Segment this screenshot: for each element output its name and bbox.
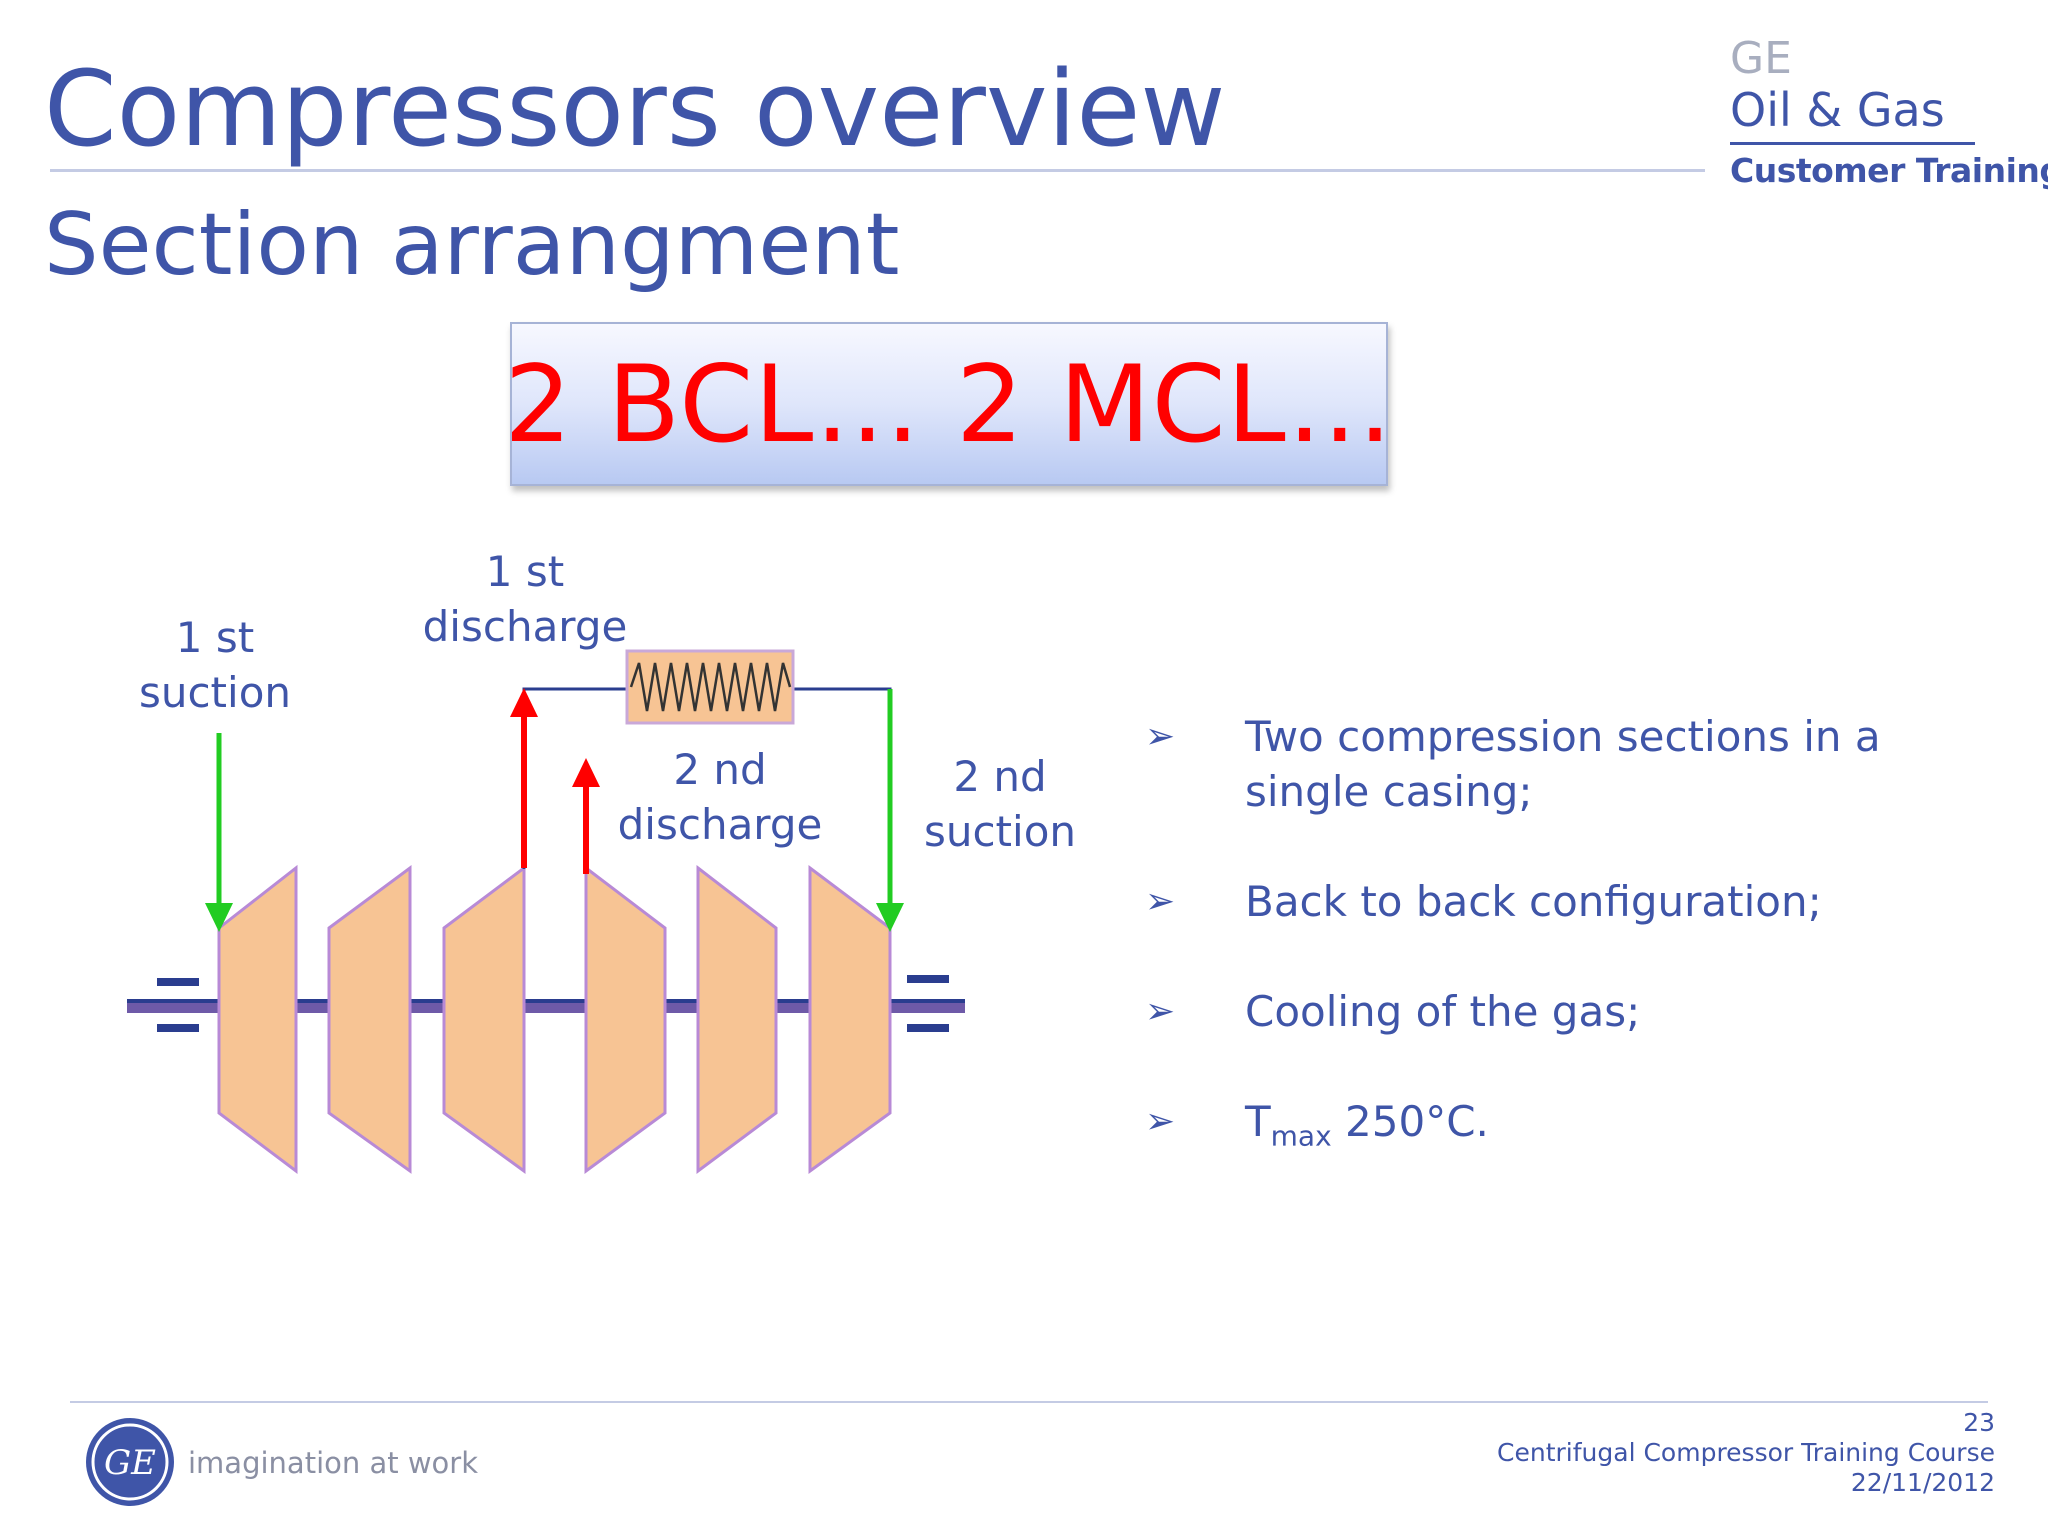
impeller-2 [327, 865, 412, 1174]
bullet-arrow-icon: ➢ [1145, 881, 1176, 922]
label-first-suction: 1 st suction [135, 610, 295, 720]
label-second-discharge-line2: discharge [617, 800, 823, 849]
label-second-suction-line2: suction [923, 807, 1077, 856]
bullet-arrow-icon: ➢ [1145, 991, 1176, 1032]
label-first-suction-line1: 1 st [175, 613, 255, 662]
bullet-text: Cooling of the gas; [1245, 987, 1641, 1036]
impeller-6 [808, 865, 892, 1174]
brand-oil-gas: Oil & Gas [1730, 83, 1945, 137]
brand-ge: GE [1730, 33, 1792, 84]
brand-customer-training: Customer Training [1730, 151, 2048, 190]
second-suction-arrow-head [876, 903, 904, 932]
compressor-section-diagram [127, 649, 965, 1175]
label-second-discharge: 2 nd discharge [615, 742, 825, 852]
bearing-left-bottom [157, 1024, 199, 1032]
bullet-arrow-icon: ➢ [1145, 1101, 1176, 1142]
brand-divider [1730, 142, 1975, 145]
first-suction-arrow-head [205, 903, 233, 932]
bearing-right-top [907, 975, 949, 983]
footer-info: 23 Centrifugal Compressor Training Cours… [1400, 1408, 1995, 1498]
title-divider [50, 169, 1705, 172]
bullet-item: ➢ Back to back configuration; [1145, 874, 2005, 929]
bullet-arrow-icon: ➢ [1145, 716, 1176, 757]
label-first-suction-line2: suction [138, 668, 292, 717]
second-discharge-arrow-head [572, 758, 600, 787]
label-first-discharge-line1: 1 st [485, 547, 565, 596]
impeller-1 [217, 864, 298, 1175]
ge-logo-icon: GE [86, 1418, 174, 1506]
intercooler-coil [629, 662, 792, 712]
bullet-item: ➢ Two compression sections in a single c… [1145, 709, 2005, 819]
impeller-3 [442, 865, 526, 1174]
bearing-right-bottom [907, 1024, 949, 1032]
brand-block: GE Oil & Gas Customer Training [1730, 33, 2048, 191]
bearing-left-top [157, 978, 199, 986]
bullet-temp-subscript: max [1270, 1119, 1332, 1153]
discharge-pipe [522, 687, 627, 869]
model-callout: 2 BCL… 2 MCL… [504, 322, 1393, 486]
impeller-5 [696, 864, 778, 1174]
first-discharge-arrow-head [510, 688, 538, 717]
label-second-discharge-line1: 2 nd [673, 745, 767, 794]
bullet-text: Two compression sections in a single cas… [1245, 712, 1881, 816]
tagline: imagination at work [188, 1446, 478, 1480]
course-name: Centrifugal Compressor Training Course [1497, 1438, 1995, 1467]
impeller-4 [584, 864, 667, 1174]
date: 22/11/2012 [1850, 1468, 1995, 1497]
bullet-text: Tmax 250°C. [1245, 1094, 2005, 1163]
footer-divider [70, 1401, 1988, 1403]
label-first-discharge: 1 st discharge [420, 544, 630, 654]
label-second-suction: 2 nd suction [915, 749, 1085, 859]
page-title: Compressors overview [44, 48, 1226, 170]
bullet-temp-symbol: T [1245, 1097, 1271, 1146]
shaft-edge [127, 999, 965, 1003]
label-second-suction-line1: 2 nd [953, 752, 1047, 801]
bullet-text: Back to back configuration; [1245, 877, 1822, 926]
bullet-temp-value: 250°C. [1331, 1097, 1489, 1146]
ge-logo-text: GE [104, 1443, 156, 1483]
model-callout-text: 2 BCL… 2 MCL… [504, 342, 1394, 466]
page-subtitle: Section arrangment [44, 195, 900, 295]
page-number: 23 [1963, 1408, 1995, 1437]
bullet-item: ➢ Cooling of the gas; [1145, 984, 2005, 1039]
bullet-item: ➢ Tmax 250°C. [1145, 1094, 2005, 1163]
label-first-discharge-line2: discharge [422, 602, 628, 651]
